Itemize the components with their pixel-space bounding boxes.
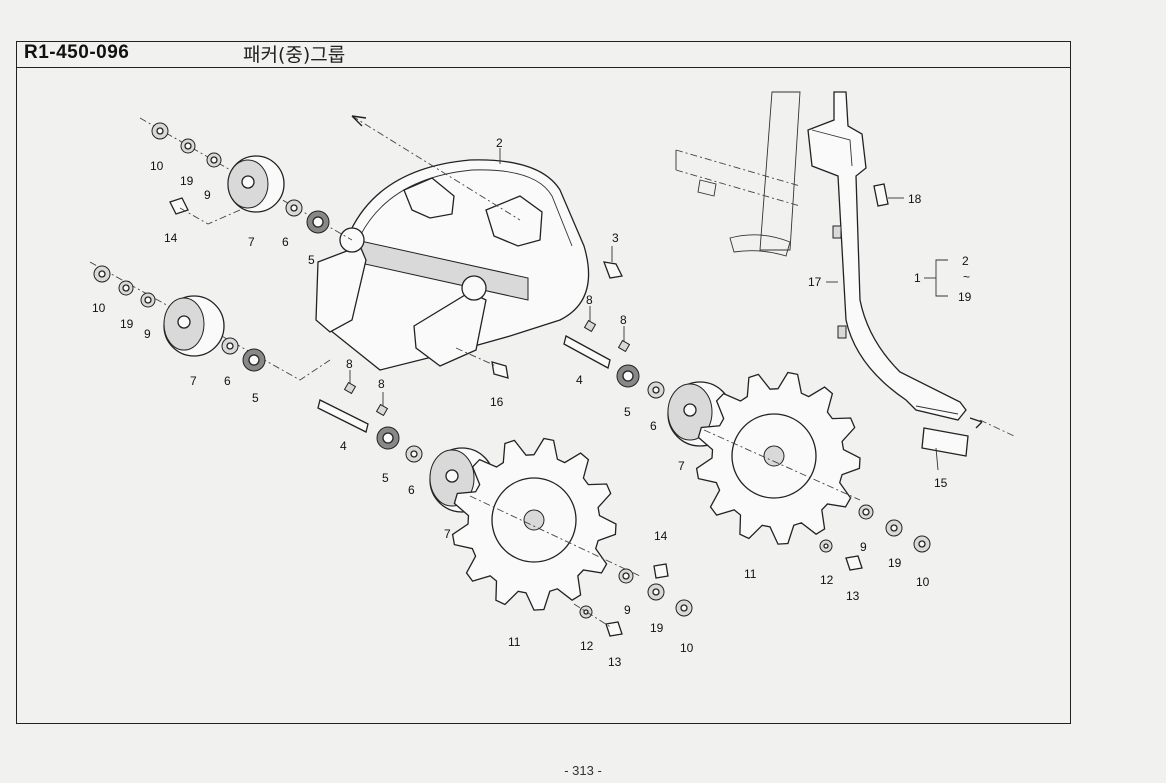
hub-stack-left xyxy=(89,261,331,381)
callout-labels: 2 3 10 19 9 14 7 6 5 10 19 9 7 6 5 8 8 4… xyxy=(92,136,972,669)
callout: 10 xyxy=(680,641,694,655)
callout: 5 xyxy=(308,253,315,267)
callout: 8 xyxy=(586,293,593,307)
callout: 9 xyxy=(624,603,631,617)
callout: ~ xyxy=(963,270,970,284)
callout: 14 xyxy=(654,529,668,543)
callout: 7 xyxy=(678,459,685,473)
callout: 9 xyxy=(144,327,151,341)
page-number: - 313 - xyxy=(564,763,602,778)
callout: 12 xyxy=(580,639,594,653)
callout: 5 xyxy=(624,405,631,419)
callout: 6 xyxy=(650,419,657,433)
callout: 11 xyxy=(744,567,757,581)
plate-15 xyxy=(921,417,1015,471)
callout: 19 xyxy=(180,174,194,188)
part-code: R1-450-096 xyxy=(24,42,130,63)
callout: 6 xyxy=(408,483,415,497)
callout: 15 xyxy=(934,476,948,490)
fasteners-lower-left xyxy=(573,563,693,637)
callout: 12 xyxy=(820,573,834,587)
callout: 9 xyxy=(860,540,867,554)
callout: 7 xyxy=(190,374,197,388)
bolt-16 xyxy=(455,347,509,379)
drawing-frame xyxy=(16,41,1071,724)
callout: 19 xyxy=(120,317,134,331)
callout: 11 xyxy=(508,635,521,649)
callout: 10 xyxy=(92,301,106,315)
callout: 6 xyxy=(282,235,289,249)
shaft-4-right xyxy=(563,306,631,369)
bolt-3 xyxy=(602,246,623,279)
callout: 5 xyxy=(252,391,259,405)
group-title: 패커(중)그룹 xyxy=(243,44,346,66)
fasteners-lower-right xyxy=(819,504,931,571)
item-range-bracket xyxy=(924,259,948,297)
callout: 17 xyxy=(808,275,822,289)
sprocket-assembly-lower-left xyxy=(376,426,641,611)
callout: 9 xyxy=(204,188,211,202)
callout: 8 xyxy=(346,357,353,371)
callout: 8 xyxy=(378,377,385,391)
shaft-4-left xyxy=(317,370,389,433)
callout: 8 xyxy=(620,313,627,327)
callout: 4 xyxy=(340,439,347,453)
callout: 5 xyxy=(382,471,389,485)
callout: 6 xyxy=(224,374,231,388)
hub-stack-upper-left xyxy=(139,117,353,241)
callout: 7 xyxy=(444,527,451,541)
callout: 2 xyxy=(496,136,503,150)
title-bar: R1-450-096 패커(중)그룹 xyxy=(16,41,1071,68)
callout: 13 xyxy=(846,589,860,603)
housing-2 xyxy=(315,115,590,371)
callout: 7 xyxy=(248,235,255,249)
callout: 16 xyxy=(490,395,504,409)
callout: 4 xyxy=(576,373,583,387)
callout: 19 xyxy=(958,290,972,304)
callout: 13 xyxy=(608,655,622,669)
callout: 10 xyxy=(150,159,164,173)
callout: 18 xyxy=(908,192,922,206)
bolt-18 xyxy=(873,183,904,207)
callout: 14 xyxy=(164,231,178,245)
callout: 2 xyxy=(962,254,969,268)
sprocket-assembly-right xyxy=(616,364,861,545)
callout: 3 xyxy=(612,231,619,245)
callout: 19 xyxy=(650,621,664,635)
bracket-arm-17 xyxy=(807,91,967,421)
frame-post-assembly xyxy=(675,91,801,257)
callout: 19 xyxy=(888,556,902,570)
callout: 1 xyxy=(914,271,921,285)
callout: 10 xyxy=(916,575,930,589)
